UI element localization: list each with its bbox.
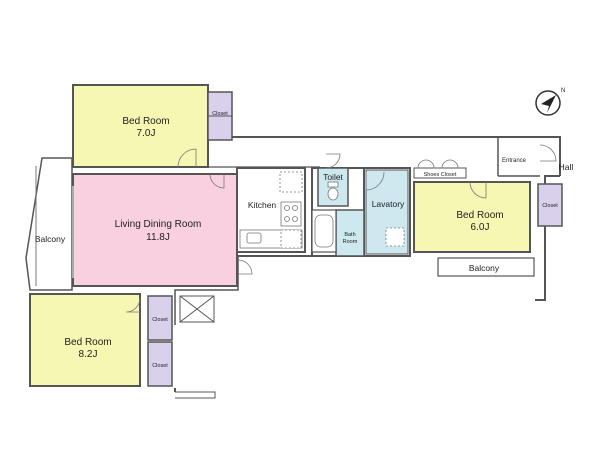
lavatory-room <box>365 169 409 255</box>
living-room-size: 11.8J <box>146 232 170 243</box>
shoes-closet-label: Shoes Closet <box>424 172 457 178</box>
bed-room-right-name: Bed Room <box>456 210 503 221</box>
balcony-left <box>25 157 73 291</box>
bed-room-top <box>72 84 233 168</box>
living-room-name: Living Dining Room <box>115 219 202 230</box>
hall-label: Hall <box>559 162 574 172</box>
bed-room-bottom-size: 8.2J <box>79 349 98 360</box>
closet-label-bottom-1: Closet <box>152 317 168 323</box>
bed-room-top-size: 7.0J <box>137 128 156 139</box>
shoes-closet <box>413 159 467 179</box>
lavatory-label: Lavatory <box>372 199 405 209</box>
compass-arrow-icon <box>535 90 561 116</box>
bath-label-2: Room <box>343 239 358 245</box>
balcony-right <box>437 257 535 277</box>
balcony-right-label: Balcony <box>469 263 500 273</box>
bath-label-1: Bath <box>344 232 355 238</box>
pipe-space <box>179 295 215 323</box>
living-dining-room <box>72 173 253 287</box>
entrance-label: Entrance <box>502 158 527 164</box>
closet-label-top: Closet <box>212 111 228 117</box>
toilet-room <box>317 153 349 207</box>
compass-north-label: N <box>561 88 565 94</box>
bed-room-right-size: 6.0J <box>471 222 490 233</box>
bathroom <box>311 209 365 257</box>
bed-room-right <box>413 181 563 253</box>
entrance-door <box>539 144 557 162</box>
toilet-label: Toilet <box>323 172 343 182</box>
bed-room-top-name: Bed Room <box>122 116 169 127</box>
closet-label-right: Closet <box>542 203 558 209</box>
kitchen-label: Kitchen <box>248 200 277 210</box>
closet-label-bottom-2: Closet <box>152 363 168 369</box>
balcony-left-label: Balcony <box>35 234 66 244</box>
bed-room-bottom <box>29 293 173 387</box>
bed-room-bottom-name: Bed Room <box>64 337 111 348</box>
kitchen-fixtures <box>239 171 303 249</box>
